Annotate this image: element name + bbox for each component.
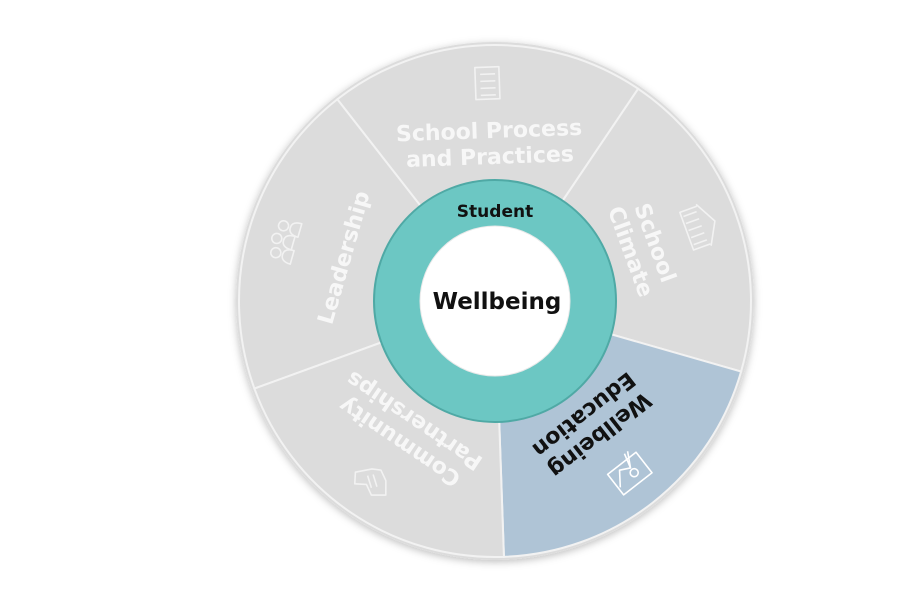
document-checklist-icon <box>474 65 501 101</box>
center-label: Wellbeing <box>433 289 562 315</box>
people-group-icon <box>270 219 303 265</box>
handshake-icon <box>353 468 387 496</box>
ring-label: Student <box>457 202 533 222</box>
teaching-board-icon <box>606 451 653 496</box>
school-building-icon <box>679 203 716 251</box>
segment-label-line: and Practices <box>406 142 575 173</box>
center-disc <box>419 225 571 377</box>
